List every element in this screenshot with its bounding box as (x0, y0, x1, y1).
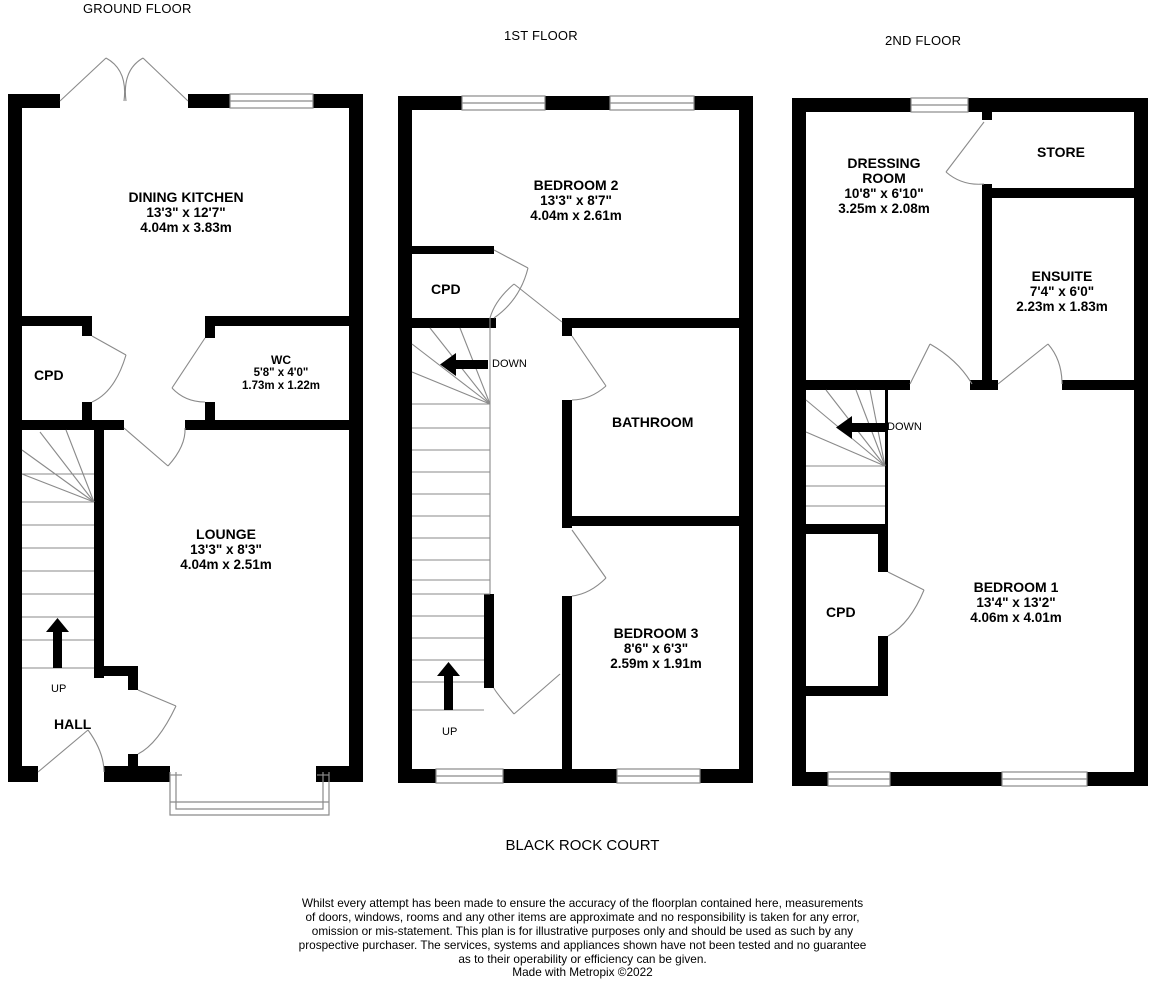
second-floor-stairs (805, 389, 886, 507)
ground-floor-up-arrow (46, 618, 69, 668)
disclaimer-line: as to their operability or efficiency ca… (458, 952, 707, 966)
room-metric: 2.23m x 1.83m (1016, 299, 1108, 314)
first-down-label: DOWN (492, 358, 527, 370)
first-floor-down-arrow (440, 353, 488, 376)
second-floor-title: 2ND FLOOR (885, 33, 962, 48)
first-up-label: UP (442, 726, 458, 738)
room-dining-kitchen: DINING KITCHEN 13'3" x 12'7" 4.04m x 3.8… (128, 189, 244, 236)
room-name-line-1: DRESSING (847, 155, 921, 171)
second-floor-down-arrow (836, 416, 885, 439)
room-metric: 4.04m x 2.51m (180, 557, 272, 572)
made-with-credit: Made with Metropix ©2022 (512, 965, 653, 979)
ground-cpd-label: CPD (34, 367, 64, 383)
room-imperial: 13'4" x 13'2" (976, 595, 1056, 610)
room-name: LOUNGE (196, 526, 256, 542)
first-floor-stairs (411, 327, 491, 711)
first-floor-windows (435, 95, 701, 784)
room-bedroom-3: BEDROOM 3 8'6" x 6'3" 2.59m x 1.91m (610, 625, 702, 672)
first-cpd-label: CPD (431, 281, 461, 297)
room-bedroom-1: BEDROOM 1 13'4" x 13'2" 4.06m x 4.01m (970, 579, 1062, 626)
room-imperial: 13'3" x 8'3" (190, 542, 262, 557)
room-name: BEDROOM 1 (973, 579, 1059, 595)
room-name-line-2: ROOM (862, 170, 906, 186)
room-name: ENSUITE (1031, 268, 1093, 284)
disclaimer-line: omission or mis-statement. This plan is … (311, 924, 854, 938)
room-bedroom-2: BEDROOM 2 13'3" x 8'7" 4.04m x 2.61m (530, 177, 622, 224)
disclaimer: Whilst every attempt has been made to en… (270, 896, 895, 966)
room-imperial: 13'3" x 12'7" (146, 205, 226, 220)
room-name: WC (270, 353, 291, 367)
bathroom-label: BATHROOM (612, 414, 694, 430)
room-metric: 3.25m x 2.08m (838, 201, 930, 216)
second-floor-windows (827, 97, 1088, 787)
room-imperial: 7'4" x 6'0" (1029, 284, 1095, 299)
ground-floor-windows (169, 93, 330, 816)
second-cpd-label: CPD (826, 604, 856, 620)
first-floor-doors (489, 249, 607, 715)
ground-floor-title: GROUND FLOOR (83, 1, 192, 16)
first-floor-title: 1ST FLOOR (504, 28, 578, 43)
disclaimer-line: prospective purchaser. The services, sys… (298, 938, 867, 952)
room-imperial: 10'8" x 6'10" (844, 186, 924, 201)
ground-floor-stairs (21, 429, 95, 669)
first-floor-up-arrow (437, 662, 460, 710)
second-floor-walls (792, 98, 1148, 786)
disclaimer-line: of doors, windows, rooms and any other i… (305, 910, 860, 924)
room-imperial: 13'3" x 8'7" (540, 193, 612, 208)
room-metric: 4.06m x 4.01m (970, 610, 1062, 625)
second-floor-plan (792, 97, 1148, 787)
ground-floor-doors (37, 57, 206, 773)
second-floor-doors (887, 121, 1063, 637)
first-floor-plan (398, 95, 753, 784)
room-dressing-room: DRESSING ROOM 10'8" x 6'10" 3.25m x 2.08… (838, 155, 930, 217)
room-metric: 2.59m x 1.91m (610, 656, 702, 671)
room-name: BEDROOM 2 (533, 177, 619, 193)
room-name: BEDROOM 3 (613, 625, 699, 641)
room-metric: 1.73m x 1.22m (241, 380, 321, 392)
room-metric: 4.04m x 2.61m (530, 208, 622, 223)
room-wc: WC 5'8" x 4'0" 1.73m x 1.22m (242, 354, 320, 393)
disclaimer-line: Whilst every attempt has been made to en… (301, 896, 864, 910)
property-caption: BLACK ROCK COURT (505, 837, 660, 854)
room-metric: 4.04m x 3.83m (140, 220, 232, 235)
first-floor-walls (398, 96, 753, 783)
room-imperial: 5'8" x 4'0" (253, 367, 309, 379)
ground-floor-walls (8, 94, 363, 782)
room-ensuite: ENSUITE 7'4" x 6'0" 2.23m x 1.83m (1016, 268, 1108, 315)
room-lounge: LOUNGE 13'3" x 8'3" 4.04m x 2.51m (180, 526, 272, 573)
ground-up-label: UP (51, 683, 67, 695)
store-label: STORE (1037, 144, 1085, 160)
second-down-label: DOWN (887, 421, 922, 433)
ground-floor-plan (8, 57, 363, 816)
room-name: DINING KITCHEN (128, 189, 244, 205)
hall-label: HALL (54, 716, 92, 732)
room-imperial: 8'6" x 6'3" (623, 641, 689, 656)
